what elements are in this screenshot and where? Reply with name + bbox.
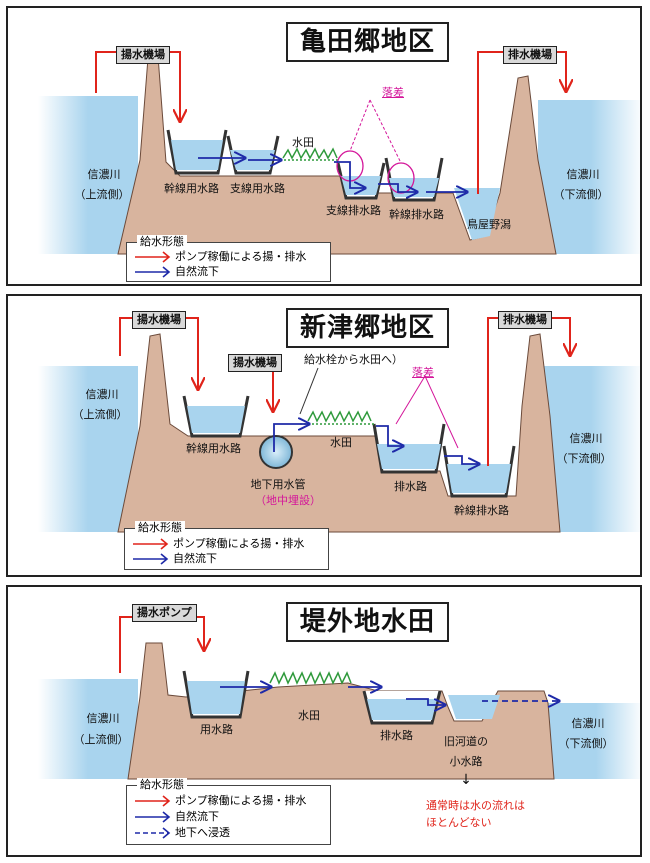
hydrant-leader [299, 367, 319, 415]
legend-gravity-label: 自然流下 [173, 552, 217, 565]
legend-title: 給水形態 [137, 235, 187, 249]
drain-section [362, 690, 442, 725]
blue-arrow-icon [133, 553, 169, 565]
land-profile [117, 333, 561, 533]
legend-gravity-label: 自然流下 [175, 265, 219, 278]
river-right-water [548, 703, 640, 779]
panel-embankment: 堤外地水田 揚水ポンプ 水田 信濃川 （上流側） 信濃川 （下流側） 用水路 排… [6, 585, 642, 857]
river-left-water [38, 96, 138, 254]
river-left-name: 信濃川 [86, 712, 120, 725]
legend-pump-label: ポンプ稼働による揚・排水 [175, 794, 307, 807]
page-title: 新津郷地区 [286, 308, 450, 348]
paddy-grass [282, 147, 338, 161]
pump-tag: 揚水ポンプ [132, 604, 197, 622]
note-line-2: ほとんどない [426, 816, 492, 829]
paddy-label: 水田 [298, 709, 320, 722]
river-left-side: （上流側） [72, 408, 128, 421]
panel-niitsu: 新津郷地区 揚水機場 揚水機場 排水機場 給水栓から水田へ） 落差 水田 信濃川… [6, 294, 642, 577]
river-right-side: （下流側） [553, 188, 609, 201]
river-right-name: 信濃川 [569, 432, 603, 445]
red-arrow-icon [133, 538, 169, 550]
paddy-label: 水田 [330, 436, 352, 449]
branch-canal-label: 支線用水路 [230, 182, 285, 195]
legend: 給水形態 ポンプ稼働による揚・排水 自然流下 [126, 235, 331, 282]
legend: 給水形態 ポンプ稼働による揚・排水 自然流下 地下へ浸透 [126, 778, 331, 845]
legend-pump-label: ポンプ稼働による揚・排水 [175, 250, 307, 263]
legend-title: 給水形態 [135, 521, 185, 535]
pump-out-tag: 排水機場 [503, 46, 557, 64]
legend-title: 給水形態 [137, 778, 187, 792]
river-left-water [38, 679, 138, 779]
main-drain-label: 幹線排水路 [389, 208, 444, 221]
hydrant-label: 給水栓から水田へ） [304, 353, 403, 366]
river-right-side: （下流側） [556, 452, 612, 465]
pump-out-tag: 排水機場 [498, 311, 552, 329]
legend: 給水形態 ポンプ稼働による揚・排水 自然流下 [124, 521, 329, 570]
drain-section [372, 423, 446, 474]
main-drain-label: 幹線排水路 [454, 504, 509, 517]
panel-kameda: 亀田郷地区 揚水機場 排水機場 落差 水田 信濃川 （上流側） 信濃川 （下流側… [6, 6, 642, 286]
underground-pipe [259, 435, 293, 469]
pipe-note: （地中埋設） [255, 494, 321, 507]
river-right-side: （下流側） [558, 737, 614, 750]
blue-arrow-icon [135, 266, 171, 278]
pump-in2-tag: 揚水機場 [228, 354, 282, 372]
red-arrow-icon [135, 251, 171, 263]
drain-label: 排水路 [394, 480, 427, 493]
river-right-name: 信濃川 [571, 717, 605, 730]
drain-label: 排水路 [380, 729, 413, 742]
drop-label: 落差 [412, 366, 434, 379]
river-left-side: （上流側） [74, 188, 130, 201]
dashed-blue-arrow-icon [135, 827, 171, 839]
drop-leader [395, 375, 459, 449]
gravity-arrows [198, 158, 466, 192]
paddy-grass [269, 671, 352, 685]
lagoon-water [454, 188, 500, 240]
river-right-name: 信濃川 [566, 168, 600, 181]
gravity-arrows [220, 687, 444, 705]
page-title: 堤外地水田 [286, 602, 450, 642]
land-profile [127, 642, 555, 780]
panel-embankment-diagram [38, 616, 640, 780]
river-left-name: 信濃川 [87, 168, 121, 181]
drop-leader [349, 99, 402, 164]
main-canal-section [182, 395, 250, 438]
pump-in-tag: 揚水機場 [116, 46, 170, 64]
branch-canal-section [226, 135, 280, 175]
canal-label: 用水路 [200, 723, 233, 736]
pipe-label: 地下用水管 [250, 478, 306, 491]
gravity-arrows [273, 424, 478, 464]
red-arrow-icon [135, 795, 171, 807]
old-channel-label: 旧河道の [444, 735, 488, 748]
legend-seep-label: 地下へ浸透 [175, 826, 230, 839]
river-right-water [538, 100, 640, 254]
old-channel-label-2: 小水路 [449, 755, 483, 768]
old-channel-down-arrow: ↓ [460, 772, 472, 788]
drop-label: 落差 [382, 86, 404, 99]
blue-arrow-icon [135, 811, 171, 823]
paddy-label: 水田 [292, 136, 314, 149]
main-canal-label: 幹線用水路 [164, 182, 219, 195]
river-left-side: （上流側） [73, 733, 129, 746]
main-canal-label: 幹線用水路 [186, 442, 241, 455]
main-drain-section [442, 445, 516, 498]
main-canal-section [166, 129, 228, 175]
old-channel-water [448, 695, 500, 719]
pump-in-tag: 揚水機場 [132, 311, 186, 329]
note-line-1: 通常時は水の流れは [426, 799, 525, 812]
river-left-water [38, 366, 138, 532]
panel-niitsu-diagram [38, 317, 640, 533]
canal-section [182, 670, 250, 719]
branch-drain-label: 支線排水路 [326, 204, 381, 217]
page-title: 亀田郷地区 [286, 22, 450, 62]
panel-kameda-diagram [38, 51, 640, 255]
river-left-name: 信濃川 [85, 388, 119, 401]
lagoon-label: 鳥屋野潟 [467, 218, 511, 231]
legend-gravity-label: 自然流下 [175, 810, 219, 823]
paddy-grass [300, 410, 374, 425]
legend-pump-label: ポンプ稼働による揚・排水 [173, 537, 305, 550]
